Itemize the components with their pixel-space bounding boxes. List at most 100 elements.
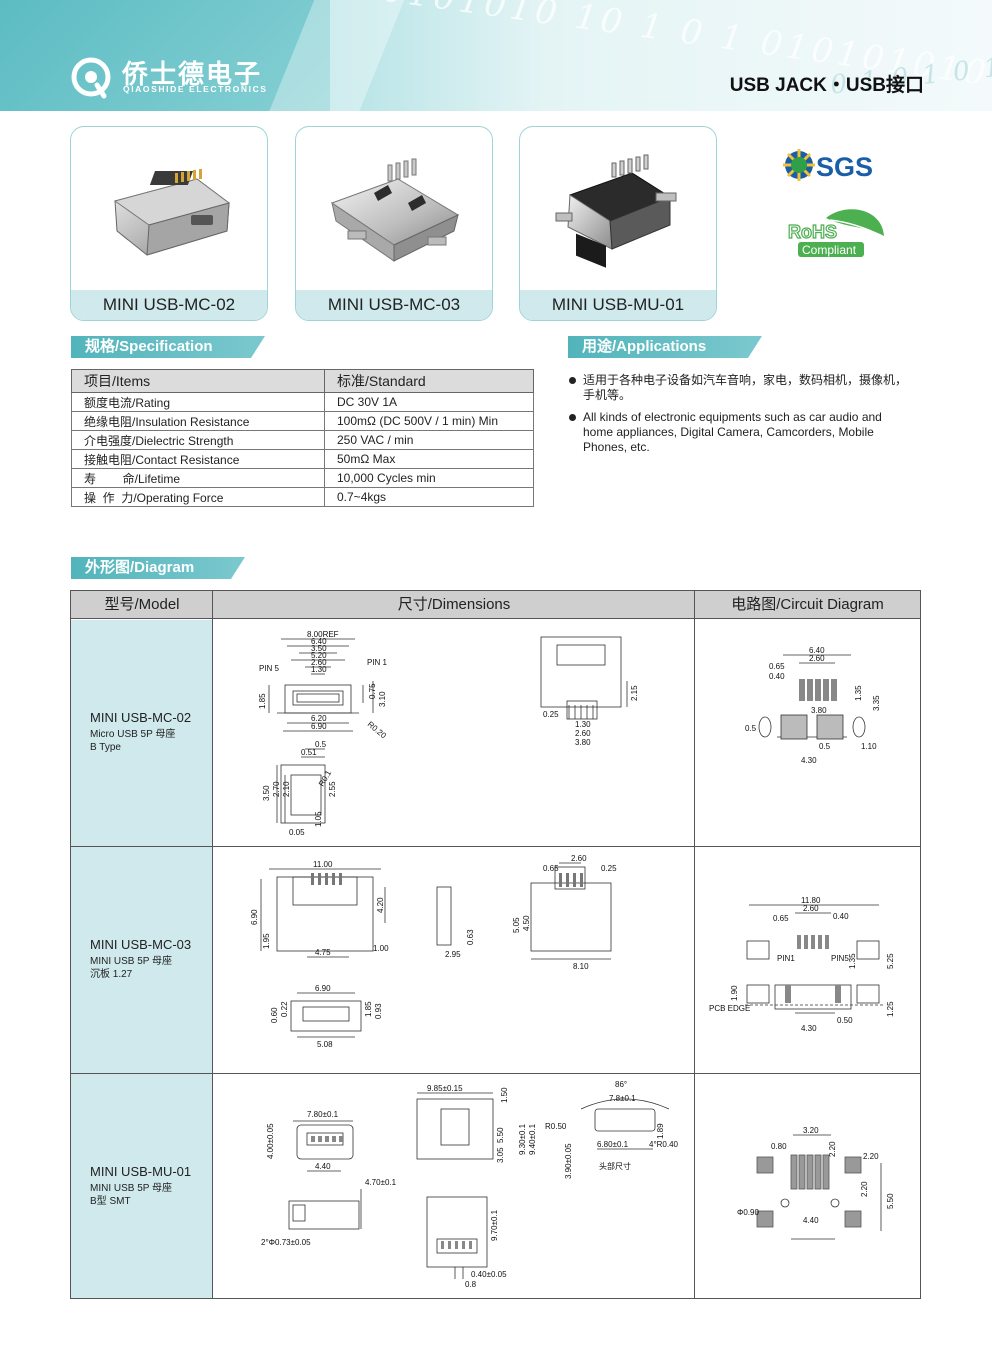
svg-text:0.25: 0.25 <box>543 710 559 719</box>
svg-text:5.05: 5.05 <box>512 917 521 933</box>
svg-text:2.20: 2.20 <box>863 1152 879 1161</box>
svg-text:3.50: 3.50 <box>311 644 327 653</box>
model-cell-mc03: MINI USB-MC-03 MINI USB 5P 母座 沉板 1.27 <box>71 847 212 1073</box>
svg-text:3.10: 3.10 <box>378 691 387 707</box>
row-divider <box>71 1073 920 1074</box>
diagram-header-model: 型号/Model <box>71 591 213 619</box>
application-text-en: All kinds of electronic equipments such … <box>583 410 882 454</box>
spec-item: 绝缘电阻/Insulation Resistance <box>71 411 325 431</box>
svg-text:0.60: 0.60 <box>270 1007 279 1023</box>
svg-text:9.40±0.1: 9.40±0.1 <box>528 1123 537 1155</box>
product-card-mc02: MINI USB-MC-02 <box>70 126 268 321</box>
product-label-mu01: MINI USB-MU-01 <box>520 290 716 320</box>
model-name: MINI USB-MU-01 <box>90 1164 192 1179</box>
svg-text:5.25: 5.25 <box>886 953 895 969</box>
spec-value: 250 VAC / min <box>324 430 534 450</box>
svg-text:0.40: 0.40 <box>769 672 785 681</box>
spec-item: 接触电阻/Contact Resistance <box>71 449 325 469</box>
header-band <box>0 0 330 111</box>
svg-text:0.51: 0.51 <box>301 748 317 757</box>
svg-text:4.50: 4.50 <box>522 915 531 931</box>
spec-item: 介电强度/Dielectric Strength <box>71 430 325 450</box>
model-name: MINI USB-MC-02 <box>90 710 192 725</box>
svg-text:1.90: 1.90 <box>730 985 739 1001</box>
svg-text:7.80±0.1: 7.80±0.1 <box>307 1110 339 1119</box>
svg-text:4.00±0.05: 4.00±0.05 <box>266 1123 275 1159</box>
svg-text:1.85: 1.85 <box>364 1001 373 1017</box>
svg-text:5.20: 5.20 <box>311 651 327 660</box>
model-cell-mc02: MINI USB-MC-02 Micro USB 5P 母座 B Type <box>71 620 212 846</box>
rohs-compliant-icon: RoHS Compliant <box>787 209 884 257</box>
svg-text:0.5: 0.5 <box>315 740 327 749</box>
svg-text:2.20: 2.20 <box>828 1141 837 1157</box>
spec-item: 寿 命/Lifetime <box>71 468 325 488</box>
spec-value: 10,000 Cycles min <box>324 468 534 488</box>
svg-text:PIN 1: PIN 1 <box>367 658 388 667</box>
svg-text:0.65: 0.65 <box>773 914 789 923</box>
svg-text:PIN5: PIN5 <box>831 954 849 963</box>
svg-text:2.60: 2.60 <box>311 658 327 667</box>
svg-text:1.50: 1.50 <box>500 1087 509 1103</box>
dimension-drawing-mc03: 11.00 6.90 4.20 1.95 4.75 1.00 0.63 2.95… <box>250 854 617 1049</box>
spec-item: 操 作 力/Operating Force <box>71 487 325 507</box>
svg-text:4.70±0.1: 4.70±0.1 <box>365 1178 397 1187</box>
spec-value: 0.7~4kgs <box>324 487 534 507</box>
svg-text:0.8: 0.8 <box>465 1280 477 1289</box>
list-item: All kinds of electronic equipments such … <box>567 410 907 455</box>
model-desc: MINI USB 5P 母座 <box>90 956 173 967</box>
svg-text:6.90: 6.90 <box>311 722 327 731</box>
svg-text:4°R0.40: 4°R0.40 <box>649 1140 679 1149</box>
spec-header-items: 项目/Items <box>71 369 325 393</box>
svg-text:1.35: 1.35 <box>848 953 857 969</box>
circuit-diagram-mc02: 6.40 2.60 0.65 0.40 3.80 1.35 3.35 0.5 0… <box>745 646 881 765</box>
svg-text:1.30: 1.30 <box>311 665 327 674</box>
bullet-icon <box>569 377 576 384</box>
svg-text:4.40: 4.40 <box>803 1216 819 1225</box>
svg-text:11.00: 11.00 <box>313 860 333 869</box>
svg-text:0.75: 0.75 <box>368 683 377 699</box>
svg-text:5.50: 5.50 <box>496 1127 505 1143</box>
svg-text:2.55: 2.55 <box>328 781 337 797</box>
svg-text:Φ0.90: Φ0.90 <box>737 1208 760 1217</box>
svg-text:2.60: 2.60 <box>809 654 825 663</box>
svg-text:0.25: 0.25 <box>601 864 617 873</box>
diagram-table: 型号/Model 尺寸/Dimensions 电路图/Circuit Diagr… <box>70 590 921 1299</box>
svg-text:0.80: 0.80 <box>771 1142 787 1151</box>
dimension-drawing-mc02: 8.00REF 6.40 3.50 5.20 2.60 1.30 PIN 5 P… <box>258 630 639 837</box>
svg-text:SGS: SGS <box>816 152 873 182</box>
svg-text:1.95: 1.95 <box>262 933 271 949</box>
company-logo-icon <box>71 57 111 99</box>
svg-text:6.90: 6.90 <box>250 909 259 925</box>
model-desc: B Type <box>90 742 121 753</box>
svg-text:1.30: 1.30 <box>575 720 591 729</box>
brand-name-cn: 侨士德电子 <box>122 59 263 89</box>
svg-text:3.80: 3.80 <box>811 706 827 715</box>
svg-text:2.15: 2.15 <box>630 685 639 701</box>
sgs-logo-icon: SGS <box>783 149 873 182</box>
svg-text:0.50: 0.50 <box>837 1016 853 1025</box>
brand-name-en: QIAOSHIDE ELECTRONICS <box>123 84 268 94</box>
svg-text:2.70: 2.70 <box>272 781 281 797</box>
product-label-mc03: MINI USB-MC-03 <box>296 290 492 320</box>
svg-text:0.05: 0.05 <box>289 828 305 837</box>
product-label-mc02: MINI USB-MC-02 <box>71 290 267 320</box>
svg-text:6.20: 6.20 <box>311 714 327 723</box>
specification-tab: 规格/Specification <box>71 336 265 358</box>
svg-text:3.20: 3.20 <box>803 1126 819 1135</box>
svg-text:3.35: 3.35 <box>872 695 881 711</box>
svg-text:3.90±0.05: 3.90±0.05 <box>564 1143 573 1179</box>
svg-text:9.30±0.1: 9.30±0.1 <box>518 1123 527 1155</box>
svg-text:6.80±0.1: 6.80±0.1 <box>597 1140 629 1149</box>
svg-text:0.22: 0.22 <box>280 1001 289 1017</box>
product-photo-mc03 <box>330 158 460 262</box>
svg-text:2.60: 2.60 <box>575 729 591 738</box>
svg-text:1.89: 1.89 <box>656 1123 665 1139</box>
svg-text:PIN1: PIN1 <box>777 954 795 963</box>
model-desc: B型 SMT <box>90 1196 131 1207</box>
page-header: 0101010 10 1 0 1 010101010 0 1 0 1 0 1 0… <box>0 0 992 111</box>
